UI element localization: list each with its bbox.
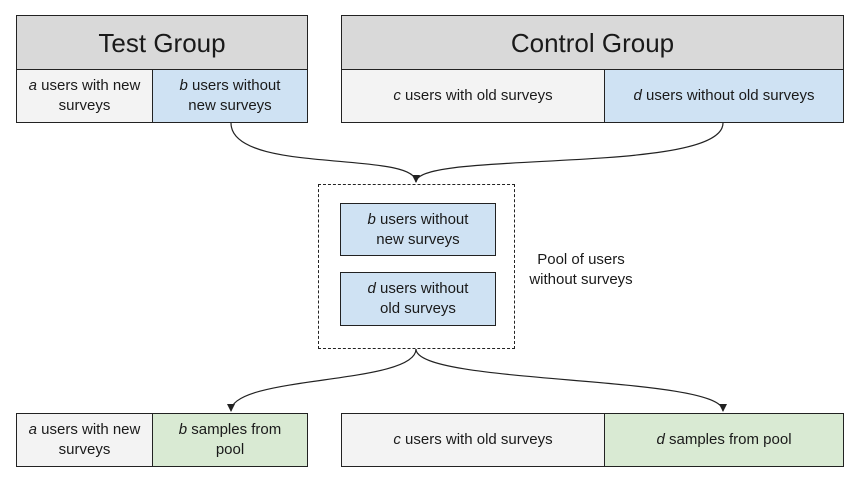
result-cell-d-text: samples from pool [664,431,792,448]
pool-label-line2: without surveys [529,271,633,288]
var-d: d [656,431,665,448]
result-test-cell-b: b samples from pool [152,413,308,467]
result-cell-a-text: users with new [36,421,141,438]
pool-item-d: d users without old surveys [340,272,496,326]
arrow-test-b-to-pool [230,122,420,183]
var-b: b [179,77,188,94]
pool-item-d-text-line2: old surveys [380,300,456,317]
result-cell-b-text: samples from [187,421,282,438]
var-c: c [393,87,401,104]
cell-c-text: users with old surveys [400,87,553,104]
var-d: d [633,87,642,104]
result-cell-a-text-line2: surveys [58,441,111,458]
test-group-cell-b: b users without new surveys [152,69,308,123]
pool-item-b-text-line2: new surveys [376,230,460,248]
control-group-header: Control Group [341,15,844,70]
pool-item-b: b users without new surveys [340,203,496,256]
result-test-cell-a: a users with new surveys [16,413,153,467]
cell-a-text: users with new [36,77,141,94]
cell-b-text-line2: new surveys [188,97,272,114]
var-d: d [367,280,376,297]
var-b: b [178,421,188,438]
cell-b-text: users without [187,77,281,94]
result-cell-b-text-line2: pool [215,441,245,458]
test-group-title: Test Group [98,27,226,58]
cell-a-text-line2: surveys [58,97,111,114]
pool-container [318,184,515,349]
result-control-cell-c: c users with old surveys [341,413,605,467]
arrow-control-d-to-pool [415,122,724,183]
var-c: c [393,431,401,448]
pool-item-b-text: users without [375,210,469,228]
control-group-title: Control Group [510,27,675,58]
control-group-cell-c: c users with old surveys [341,69,605,123]
var-a: a [28,421,37,438]
result-control-cell-d: d samples from pool [604,413,844,467]
test-group-header: Test Group [16,15,308,70]
pool-label-line1: Pool of users [537,251,625,268]
var-b: b [367,210,376,228]
pool-item-d-text: users without [375,280,469,297]
arrow-pool-to-test-b [227,348,417,412]
test-group-cell-a: a users with new surveys [16,69,153,123]
control-group-cell-d: d users without old surveys [604,69,844,123]
var-a: a [28,77,37,94]
cell-d-text: users without old surveys [641,87,815,104]
result-cell-c-text: users with old surveys [400,431,553,448]
arrow-pool-to-control-d [415,348,727,412]
pool-label: Pool of users without surveys [520,250,642,290]
